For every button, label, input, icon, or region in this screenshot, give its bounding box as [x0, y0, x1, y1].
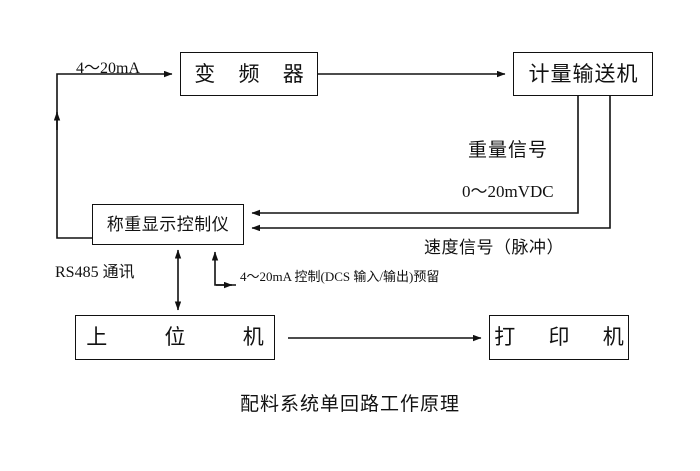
edge-label-weight-signal-range: 0～20mVDC — [462, 182, 554, 201]
edge-label-speed-signal: 速度信号（脉冲） — [424, 238, 564, 257]
node-inverter[interactable]: 变 频 器 — [180, 52, 318, 96]
node-host-computer[interactable]: 上 位 机 — [75, 315, 275, 360]
diagram-caption: 配料系统单回路工作原理 — [239, 394, 460, 415]
node-host-computer-label: 上 位 机 — [86, 325, 290, 349]
wire-feeder-weight-to-controller — [251, 96, 579, 217]
node-inverter-label: 变 频 器 — [194, 61, 313, 86]
node-weighing-display-controller[interactable]: 称重显示控制仪 — [92, 204, 244, 245]
node-metering-conveyor[interactable]: 计量输送机 — [513, 52, 653, 96]
edge-label-dcs-reserved: 4～20mA 控制(DCS 输入/输出)预留 — [240, 269, 440, 284]
edge-label-weight-signal: 重量信号 — [468, 140, 549, 161]
node-metering-conveyor-label: 计量输送机 — [528, 61, 639, 86]
node-printer[interactable]: 打 印 机 — [489, 315, 629, 360]
node-printer-label: 打 印 机 — [494, 325, 638, 349]
edge-label-current-loop-top: 4～20mA — [76, 60, 141, 77]
wire-feeder-speed-to-controller — [251, 96, 611, 232]
node-weighing-display-controller-label: 称重显示控制仪 — [106, 215, 230, 234]
edge-label-rs485: RS485 通讯 — [55, 264, 135, 281]
wire-controller-to-inverter — [56, 70, 173, 239]
wire-dcs-reserved — [211, 251, 236, 286]
